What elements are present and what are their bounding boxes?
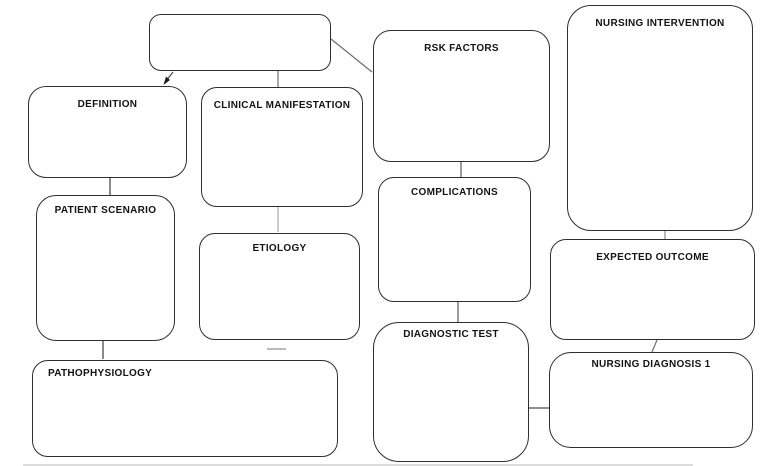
- node-diagnostic-test[interactable]: DIAGNOSTIC TEST: [373, 322, 529, 462]
- node-complications[interactable]: COMPLICATIONS: [378, 177, 531, 302]
- node-nursing-diagnosis-1-label: NURSING DIAGNOSIS 1: [591, 359, 711, 370]
- node-main-topic-label: [150, 15, 330, 24]
- arrowhead-definition: [163, 76, 170, 85]
- node-rsk-factors[interactable]: RSK FACTORS: [373, 30, 550, 162]
- node-expected-outcome-label: EXPECTED OUTCOME: [596, 252, 709, 263]
- node-etiology[interactable]: ETIOLOGY: [199, 233, 360, 340]
- node-nursing-diagnosis-1[interactable]: NURSING DIAGNOSIS 1: [549, 352, 753, 448]
- node-pathophysiology-label: PATHOPHYSIOLOGY: [48, 368, 153, 379]
- node-clinical-manifestation-label: CLINICAL MANIFESTATION: [213, 100, 351, 111]
- node-rsk-factors-label: RSK FACTORS: [424, 43, 499, 54]
- edge-main-rsk: [330, 38, 373, 73]
- node-patient-scenario-label: PATIENT SCENARIO: [54, 205, 157, 216]
- node-diagnostic-test-label: DIAGNOSTIC TEST: [403, 329, 499, 340]
- edge-outcome-diagnosis: [651, 339, 658, 353]
- node-nursing-intervention[interactable]: NURSING INTERVENTION: [567, 5, 753, 231]
- node-etiology-label: ETIOLOGY: [252, 243, 307, 254]
- node-nursing-intervention-label: NURSING INTERVENTION: [595, 18, 725, 29]
- node-pathophysiology[interactable]: PATHOPHYSIOLOGY: [32, 360, 338, 457]
- node-definition[interactable]: DEFINITION: [28, 86, 187, 178]
- edge-main-definition: [165, 71, 174, 82]
- node-complications-label: COMPLICATIONS: [410, 187, 499, 198]
- node-main-topic[interactable]: [149, 14, 331, 71]
- node-patient-scenario[interactable]: PATIENT SCENARIO: [36, 195, 175, 341]
- node-expected-outcome[interactable]: EXPECTED OUTCOME: [550, 239, 755, 340]
- node-definition-label: DEFINITION: [77, 99, 138, 110]
- node-clinical-manifestation[interactable]: CLINICAL MANIFESTATION: [201, 87, 363, 207]
